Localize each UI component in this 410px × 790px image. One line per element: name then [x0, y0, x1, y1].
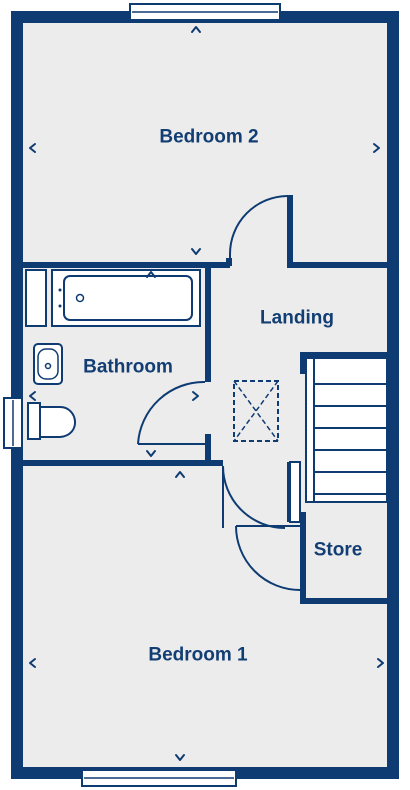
- loft-hatch: [233, 380, 279, 442]
- toilet: [27, 402, 76, 440]
- bathroom-door-arc: [137, 380, 206, 445]
- room-label-landing: Landing: [260, 307, 334, 329]
- room-label-bedroom-1: Bedroom 1: [148, 644, 248, 666]
- landing-door-arc: [229, 195, 288, 255]
- dimension-markers: [29, 26, 384, 761]
- store-door-arc: [235, 525, 301, 591]
- room-label-bedroom-2: Bedroom 2: [159, 126, 259, 148]
- room-label-store: Store: [313, 539, 363, 561]
- staircase: [305, 357, 388, 503]
- room-label-bathroom: Bathroom: [83, 356, 173, 378]
